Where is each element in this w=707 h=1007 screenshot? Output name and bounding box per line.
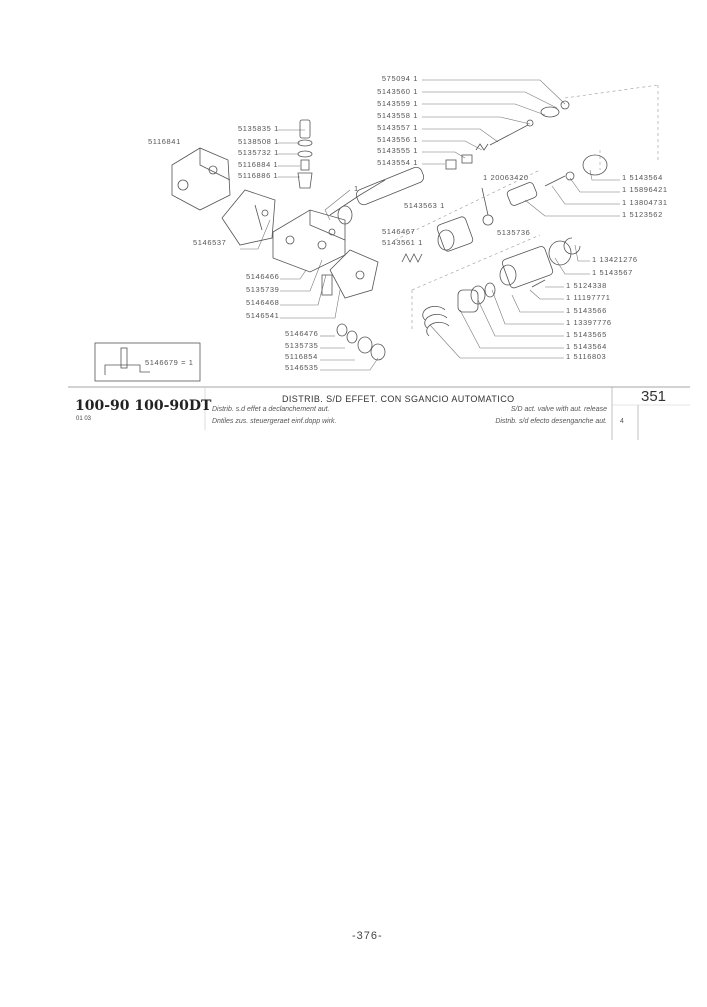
part-label: 5143563 1 — [404, 201, 445, 210]
part-label: 5143561 1 — [382, 238, 423, 247]
plug-stack — [336, 323, 386, 361]
pin-ring — [481, 187, 494, 226]
part-label: 5138508 1 — [238, 137, 279, 146]
part-label: 5135739 — [246, 285, 280, 294]
part-label: 5146467 — [382, 227, 416, 236]
part-label: 5143557 1 — [377, 123, 418, 132]
inset-part-drawing — [104, 347, 150, 375]
title-de: Dntiles zus. steuergeraet einf.dopp wirk… — [212, 418, 337, 425]
part-label: 5135736 — [497, 228, 531, 237]
part-label: 5146537 — [193, 238, 227, 247]
part-label: 1 5143565 — [566, 330, 607, 339]
inset-box — [94, 342, 201, 382]
part-label: 5116884 1 — [238, 160, 279, 169]
piston-part — [436, 216, 474, 252]
valve-body-part — [171, 147, 231, 211]
cover-part — [221, 189, 276, 246]
section-title: DISTRIB. S/D EFFET. CON SGANCIO AUTOMATI… — [282, 394, 515, 404]
right-lower-parts — [422, 237, 581, 337]
right-upper-parts — [506, 154, 608, 206]
exploded-parts-drawing — [68, 79, 690, 440]
part-label: 1 13804731 — [622, 198, 668, 207]
part-label: 1 5143564 — [622, 173, 663, 182]
part-label: 1 — [354, 184, 359, 193]
part-label: 5143556 1 — [377, 135, 418, 144]
model-code: 01 03 — [76, 416, 92, 422]
part-label: 1 5123562 — [622, 210, 663, 219]
title-en: S/D act. valve with aut. release — [510, 406, 607, 413]
part-label: 1 5124338 — [566, 281, 607, 290]
part-label: 5116854 — [285, 352, 318, 361]
part-label: 1 13397776 — [566, 318, 612, 327]
part-label: 5135735 — [285, 341, 319, 350]
title-es: Distrib. s/d efecto desenganche aut. — [495, 418, 607, 425]
part-label: 1 11197771 — [566, 293, 611, 302]
part-label: 1 20063420 — [483, 173, 529, 182]
plate-number: 351 — [641, 388, 667, 405]
page-number: -376- — [352, 930, 383, 942]
sheet-number: 4 — [620, 418, 624, 425]
part-label: 1 5116803 — [566, 352, 607, 361]
spool-parts — [445, 100, 570, 170]
part-label: 5146541 — [246, 311, 280, 320]
part-label: 5146476 — [285, 329, 319, 338]
part-label: 1 13421276 — [592, 255, 638, 264]
title-fr: Distrib. s.d effet a declanchement aut. — [212, 406, 330, 413]
part-label: 575094 1 — [381, 74, 418, 83]
part-label: 5116841 — [148, 137, 181, 146]
part-label: 1 5143564 — [566, 342, 607, 351]
part-label: 5143555 1 — [377, 146, 418, 155]
spring-part — [401, 253, 423, 263]
part-label: 5135732 1 — [238, 148, 279, 157]
part-label: 5146468 — [246, 298, 280, 307]
distributor-block — [272, 166, 425, 273]
part-label: 1 5143566 — [566, 306, 607, 315]
part-label: 5143559 1 — [377, 99, 418, 108]
part-label: 5146466 — [246, 272, 280, 281]
model-names: 100-90 100-90DT — [75, 398, 212, 414]
part-label: 5143558 1 — [377, 111, 418, 120]
part-label: 5135835 1 — [238, 124, 279, 133]
part-label: 1 15896421 — [622, 185, 668, 194]
inset-label: 5146679 = 1 — [145, 358, 194, 367]
part-label: 1 5143567 — [592, 268, 633, 277]
part-label: 5146535 — [285, 363, 319, 372]
release-housing — [321, 249, 379, 299]
leader-lines — [240, 79, 620, 371]
part-label: 5143560 1 — [377, 87, 418, 96]
part-label: 5116886 1 — [238, 171, 279, 180]
part-label: 5143554 1 — [377, 158, 418, 167]
check-valve-stack — [297, 119, 313, 189]
